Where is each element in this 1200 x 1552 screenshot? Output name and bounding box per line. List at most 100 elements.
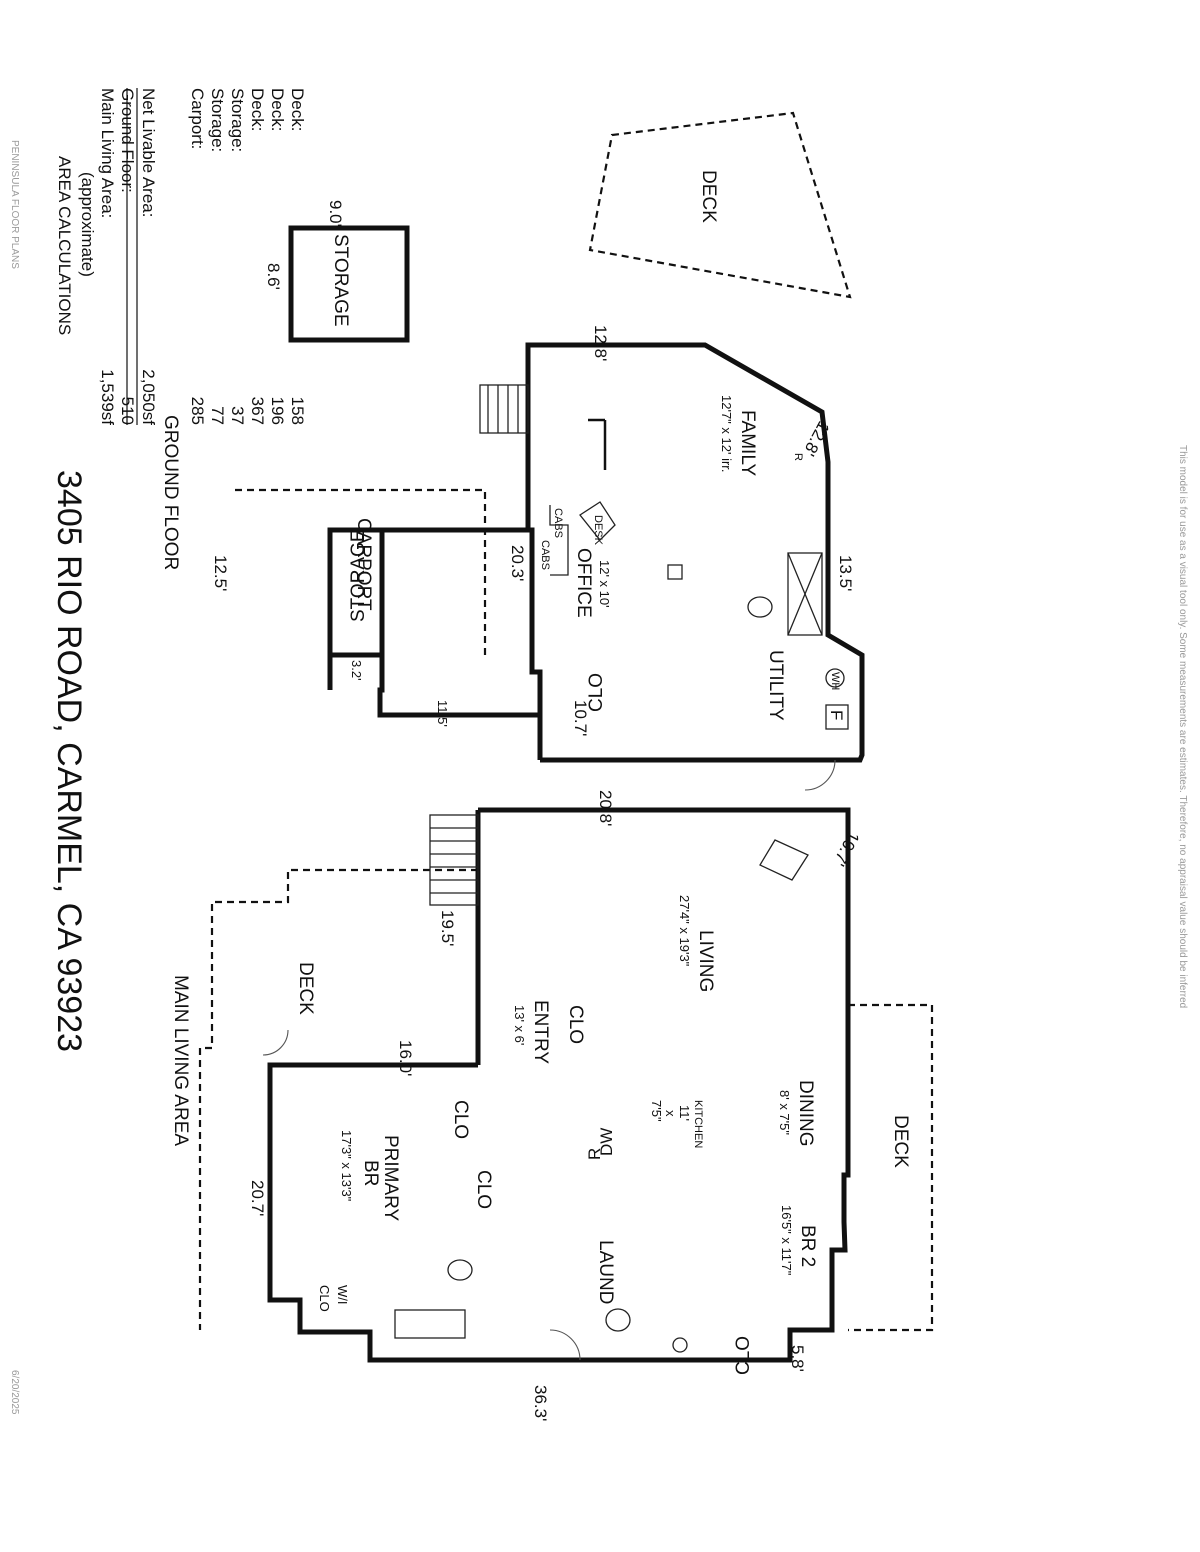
area-label-deck-3: Deck: [288,88,307,131]
deck-left-label: DECK [295,962,316,1015]
cabs-b-label: CABS [539,540,551,570]
area-label-deck-2: Deck: [268,88,287,131]
area-value-carport: 285 [188,397,207,425]
cabs-a-label: CABS [552,508,564,538]
ground-fridge-label: R [792,453,804,461]
dim-right-side: 13.5' [836,555,855,591]
furnace-label: F [827,710,846,720]
area-label-storage-1: Storage: [208,88,227,152]
office-size: 12' x 10' [597,560,612,608]
dim-main-diag: 10.7' [829,828,863,869]
dim-main-bottom: 36.3' [531,1385,550,1421]
wi-label-a: W/I [335,1285,350,1305]
clo-living-label: CLO [565,1005,586,1044]
primary-tub-icon [394,1309,466,1339]
desk-label: DESK [592,515,604,546]
entry-label: ENTRY [530,1000,551,1064]
main-deck-right [848,1003,934,1332]
dim-carport-w: 12.5' [211,555,230,591]
detached-storage-box [288,225,410,343]
furnace-icon [825,704,849,730]
ground-shower [787,552,823,636]
dim-storage-strip-w: 3.2' [349,660,364,681]
area-value-storage-2: 37 [228,406,247,425]
br2-label: BR 2 [797,1225,818,1267]
ground-shower-x2 [787,552,823,636]
primary-br-label-b: BR [360,1160,381,1186]
dim-storage-box-h: 8.6' [264,263,283,290]
main-stairs [429,814,479,906]
clo-primary-label: CLO [450,1100,471,1139]
dim-br2-right: 5.8' [788,1345,807,1372]
clo-br2-label: CLO [733,1336,754,1375]
detached-storage-label: STORAGE [330,234,351,327]
wi-label-b: CLO [317,1285,332,1312]
family-room-size: 12'7" x 12' irr. [719,395,734,473]
storage-strip-label: STORAGE [348,529,369,622]
area-calc-title: AREA CALCULATIONS [55,156,74,335]
area-label-storage-2: Storage: [228,88,247,152]
disclaimer-text: This model is for use as a visual tool o… [1177,445,1188,1008]
property-address: 3405 RIO ROAD, CARMEL, CA 93923 [50,470,88,1052]
br2-toilet-icon [605,1308,631,1332]
water-heater-label: WH [829,672,841,690]
area-calc-subtitle: (approximate) [78,172,97,277]
dim-family-top: 12.8' [591,325,610,361]
main-left-outer-wall [478,807,851,1363]
dining-size: 8' x 7'5" [777,1090,792,1135]
ground-deck-label: DECK [698,170,719,223]
main-deck-left [198,868,478,1330]
front-door-arc[interactable] [549,1329,581,1361]
ground-floor-family-wall [525,342,542,530]
company-name: PENINSULA FLOOR PLANS [9,140,20,269]
plan-date: 6/20/2025 [9,1370,20,1415]
ground-stairs [479,384,529,434]
office-label: OFFICE [573,548,594,618]
dim-ground-bottom: 10.7' [571,700,590,736]
living-room-size: 27'4" x 19'3" [677,895,692,967]
water-heater-icon [825,668,845,688]
area-label-net: Net Livable Area: [139,88,158,217]
kitchen-size-a: 11' [677,1105,692,1121]
main-fridge-label: R [585,1148,604,1160]
ground-floor-bottom-walls [377,655,538,718]
dim-main-top-2: 20.8' [596,790,615,826]
dim-primary-left: 20.7' [248,1180,267,1216]
dim-office-left: 20.3' [508,545,527,581]
dim-storage-box-w: 9.0' [326,200,345,227]
ground-floor-office-walls [379,527,543,760]
laund-label: LAUND [595,1240,616,1304]
ground-toilet-icon [747,596,773,618]
area-calc-values: 1,539sf 510 2,050sf 285 77 37 367 196 15… [98,369,307,425]
entry-size: 13' x 6' [512,1005,527,1045]
deck-right-label: DECK [890,1115,911,1168]
primary-br-size: 17'3" x 13'3" [339,1130,354,1202]
br2-size: 16'5" x 11'7" [779,1205,794,1276]
main-floor-title: MAIN LIVING AREA [170,975,191,1146]
dim-storage-length: 11.5' [435,700,450,727]
dim-primary-top: 16.0' [396,1040,415,1076]
fireplace-icon [759,839,809,881]
kitchen-label: KITCHEN [692,1100,704,1148]
ground-deck-outline [588,111,852,299]
kitchen-size-b: x [663,1110,678,1117]
ground-clo-label: CLO [586,673,607,712]
primary-toilet-icon [447,1259,473,1281]
living-room-label: LIVING [695,930,716,992]
area-value-storage-1: 77 [208,406,227,425]
ground-floor-top-walls [540,342,865,763]
ground-floor-title: GROUND FLOOR [160,415,181,570]
carport-outline [235,488,487,655]
main-entry-door[interactable] [804,759,836,791]
primary-br-label-a: PRIMARY [380,1135,401,1222]
area-value-deck-2: 196 [268,397,287,425]
utility-label: UTILITY [765,650,786,721]
br2-sink-icon [672,1337,688,1353]
office-desk [579,501,616,541]
area-calc-labels: Main Living Area: Ground Floor: Net Liva… [98,88,307,218]
deck-door-arc[interactable] [262,1029,289,1056]
dining-label: DINING [795,1080,816,1147]
dw-label: DW [597,1128,616,1156]
